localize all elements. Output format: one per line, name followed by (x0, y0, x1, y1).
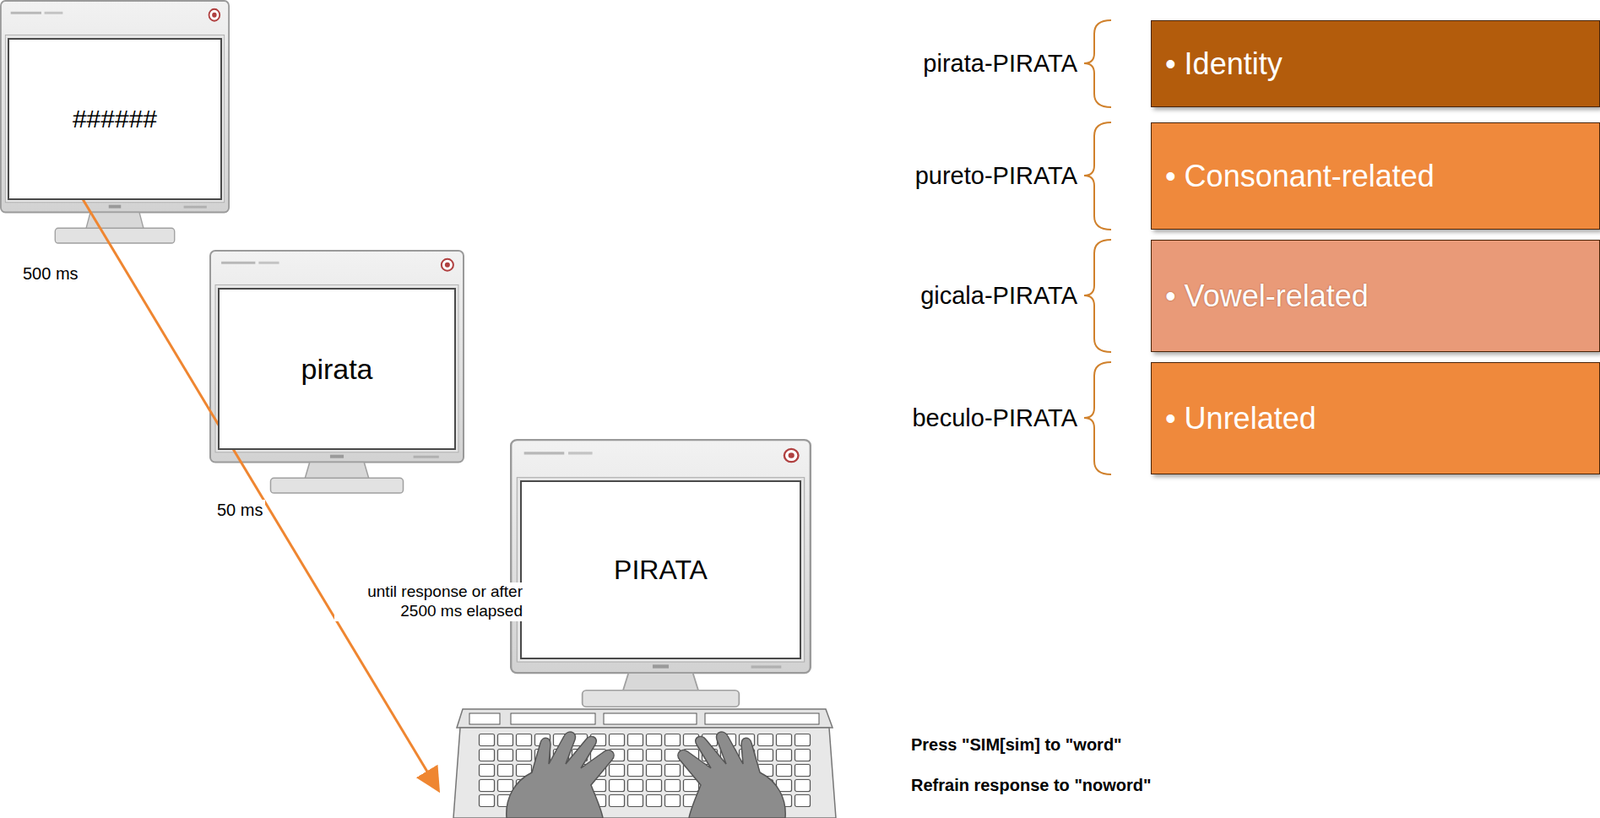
node-text: • Unrelated (1165, 401, 1317, 437)
monitor-screen: PIRATA (520, 480, 802, 660)
condition-box: • Unrelated (1150, 362, 1600, 475)
monitor-screen: pirata (217, 287, 456, 451)
condition-box: • Identity (1150, 20, 1600, 108)
prime-target-pair: pureto-PIRATA (915, 161, 1078, 191)
condition-box: • Vowel-related (1150, 239, 1600, 353)
node-text: • Consonant-related (1165, 158, 1435, 195)
node-text: pirata (300, 352, 373, 386)
prime-target-pair: pirata-PIRATA (922, 48, 1078, 79)
prime-target-pair: gicala-PIRATA (920, 281, 1078, 311)
timing-label: 50 ms (214, 499, 266, 521)
node-text: • Vowel-related (1165, 278, 1369, 315)
monitor-screen: ###### (7, 37, 223, 201)
timing-label: 500 ms (22, 263, 79, 284)
prime-target-pair: beculo-PIRATA (911, 403, 1078, 434)
node-text: • Identity (1165, 46, 1283, 82)
instruction-text: Refrain response to "noword" (911, 775, 1152, 796)
condition-box: • Consonant-related (1150, 122, 1600, 230)
instruction-text: Press "SIM[sim] to "word" (911, 734, 1123, 755)
node-text: ###### (72, 104, 158, 134)
node-text: PIRATA (613, 554, 708, 586)
timing-label: until response or after 2500 ms elapsed (334, 582, 526, 622)
